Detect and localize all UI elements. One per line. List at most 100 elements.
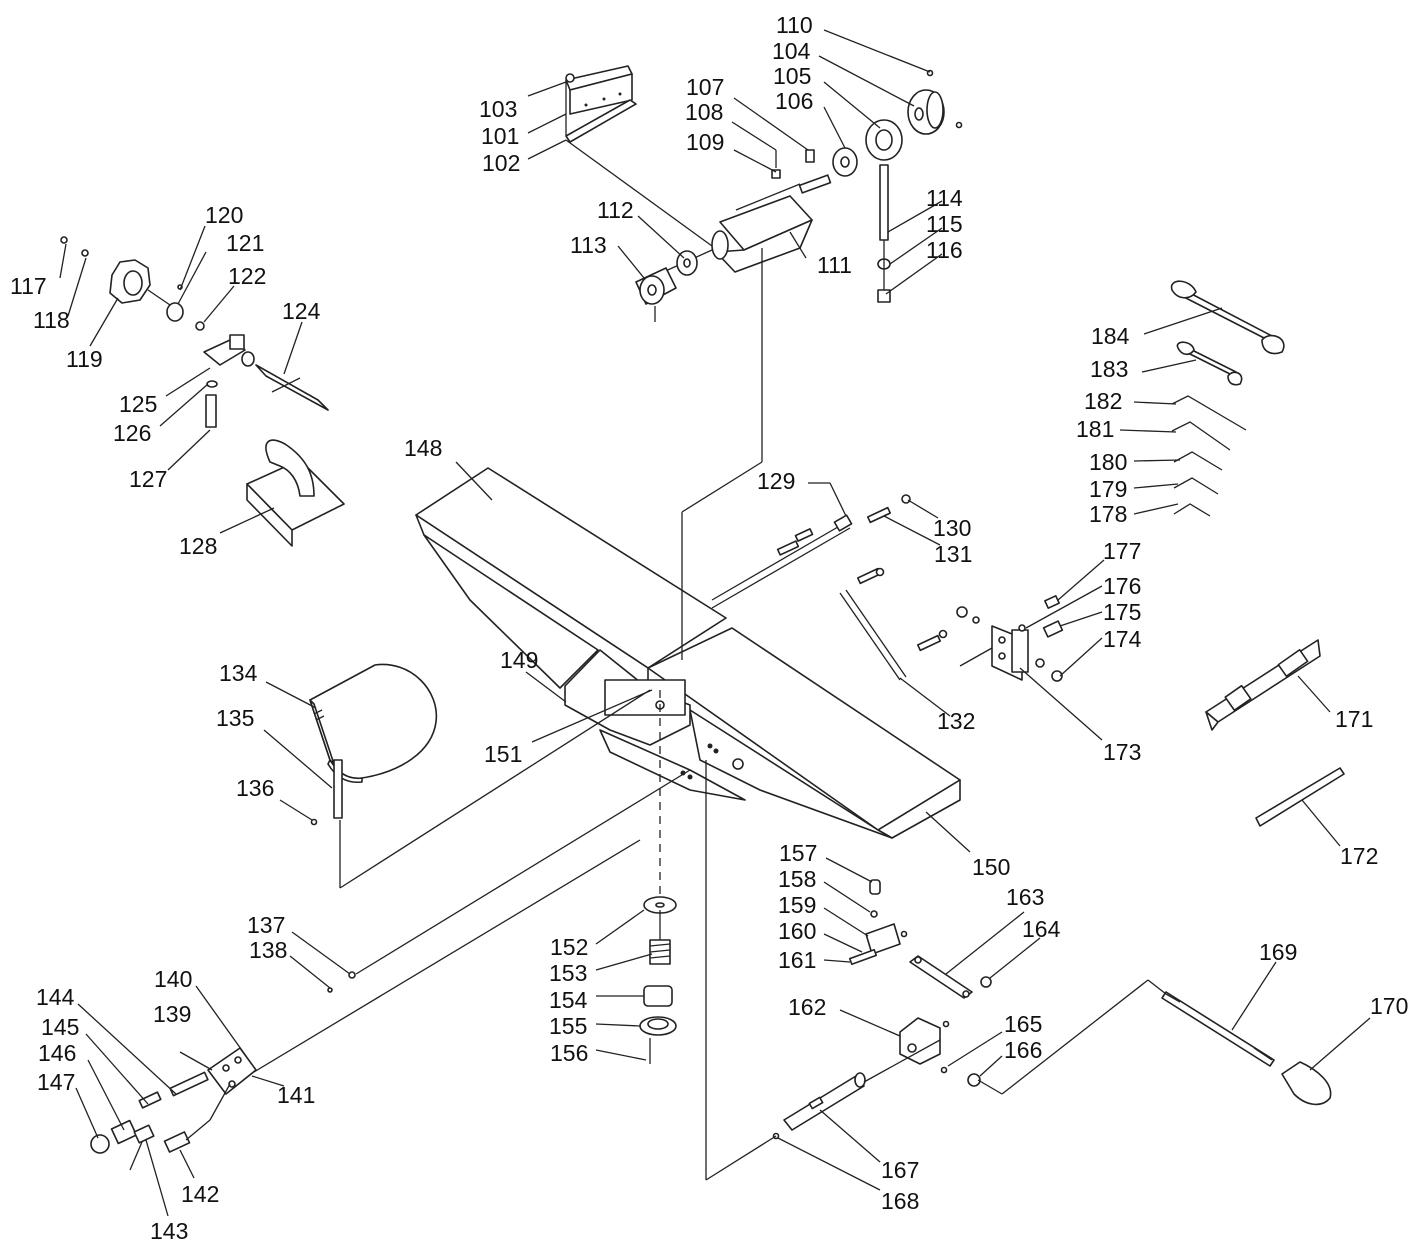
callout-152: 152 [550, 934, 588, 960]
infeed-table-148 [415, 467, 727, 689]
callout-124: 124 [282, 298, 321, 324]
callout-115: 115 [926, 211, 963, 237]
callout-173: 173 [1103, 739, 1141, 765]
callout-128: 128 [179, 533, 217, 559]
bearing-112-113 [635, 250, 698, 322]
callout-129: 129 [757, 468, 795, 494]
callout-163: 163 [1006, 884, 1044, 910]
small-bolts [776, 494, 948, 652]
callout-117: 117 [10, 273, 47, 299]
callout-125: 125 [119, 391, 157, 417]
callout-122: 122 [228, 263, 266, 289]
callout-131: 131 [934, 541, 972, 567]
callout-103: 103 [479, 96, 517, 122]
callout-149: 149 [500, 647, 538, 673]
spring-assembly-152-156 [639, 896, 677, 1064]
callout-165: 165 [1004, 1011, 1042, 1037]
callout-143: 143 [150, 1218, 188, 1243]
callout-116: 116 [926, 237, 963, 263]
callout-156: 156 [550, 1040, 588, 1066]
callout-114: 114 [926, 185, 963, 211]
callout-148: 148 [404, 435, 442, 461]
callout-130: 130 [933, 515, 971, 541]
callout-139: 139 [153, 1001, 191, 1027]
callout-178: 178 [1089, 501, 1127, 527]
callout-110: 110 [776, 12, 813, 38]
knife-gib-101-102 [565, 65, 637, 143]
hex-keys-178-182 [1171, 395, 1247, 517]
callout-170: 170 [1370, 993, 1408, 1019]
callout-111: 111 [817, 252, 852, 278]
callout-168: 168 [881, 1188, 919, 1214]
callout-121: 121 [226, 230, 264, 256]
cutterhead-guard-134 [309, 663, 438, 826]
callout-180: 180 [1089, 449, 1127, 475]
guard-171 [1205, 639, 1321, 731]
rod-132 [839, 589, 907, 681]
callout-137: 137 [247, 912, 285, 938]
callout-183: 183 [1090, 356, 1128, 382]
callout-106: 106 [775, 88, 813, 114]
callout-177: 177 [1103, 538, 1141, 564]
callout-154: 154 [549, 987, 588, 1013]
callout-107: 107 [686, 74, 724, 100]
callout-108: 108 [685, 99, 723, 125]
callout-138: 138 [249, 937, 287, 963]
callout-135: 135 [216, 705, 254, 731]
cutterhead-111 [649, 174, 832, 279]
wrenches-183-184 [1170, 280, 1285, 386]
callout-157: 157 [779, 840, 817, 866]
callout-144: 144 [36, 984, 75, 1010]
callout-174: 174 [1103, 626, 1142, 652]
callout-146: 146 [38, 1040, 76, 1066]
callout-113: 113 [570, 232, 607, 258]
outfeed-table-150 [647, 627, 961, 839]
callout-112: 112 [597, 197, 634, 223]
callout-179: 179 [1089, 476, 1127, 502]
callout-134: 134 [219, 660, 258, 686]
callout-118: 118 [33, 307, 70, 333]
callout-142: 142 [181, 1181, 219, 1207]
callout-172: 172 [1340, 843, 1378, 869]
threaded-rod-114-116 [877, 164, 891, 303]
callout-161: 161 [778, 947, 816, 973]
callout-167: 167 [881, 1157, 919, 1183]
callout-105: 105 [773, 63, 811, 89]
callout-162: 162 [788, 994, 826, 1020]
callout-184: 184 [1091, 323, 1130, 349]
cam-plate-140 [90, 971, 356, 1171]
depth-linkage-157-166 [848, 879, 992, 1087]
callout-176: 176 [1103, 573, 1141, 599]
callout-120: 120 [205, 202, 243, 228]
rod-129 [711, 514, 853, 609]
callout-109: 109 [686, 129, 724, 155]
callout-132: 132 [937, 708, 975, 734]
callout-153: 153 [549, 960, 587, 986]
callout-169: 169 [1259, 939, 1297, 965]
callout-147: 147 [37, 1069, 75, 1095]
callout-101: 101 [481, 123, 519, 149]
callout-171: 171 [1335, 706, 1373, 732]
pulley-104-105-106 [771, 69, 963, 179]
callout-119: 119 [66, 346, 103, 372]
push-block-128 [246, 439, 345, 547]
callout-181: 181 [1076, 416, 1114, 442]
fence-lock-assembly [60, 236, 329, 428]
bar-172 [1255, 767, 1345, 827]
callout-140: 140 [154, 966, 192, 992]
callout-151: 151 [484, 741, 522, 767]
callout-127: 127 [129, 466, 167, 492]
callout-159: 159 [778, 892, 816, 918]
callout-136: 136 [236, 775, 274, 801]
callout-141: 141 [277, 1082, 315, 1108]
shaft-167 [772, 1072, 866, 1140]
callout-104: 104 [772, 38, 811, 64]
callout-160: 160 [778, 918, 816, 944]
callout-126: 126 [113, 420, 151, 446]
callout-182: 182 [1084, 388, 1122, 414]
callout-155: 155 [549, 1013, 587, 1039]
leader-lines [59, 29, 1371, 1217]
crank-shaft-169 [1161, 991, 1332, 1106]
fence-bracket-173 [956, 595, 1064, 682]
